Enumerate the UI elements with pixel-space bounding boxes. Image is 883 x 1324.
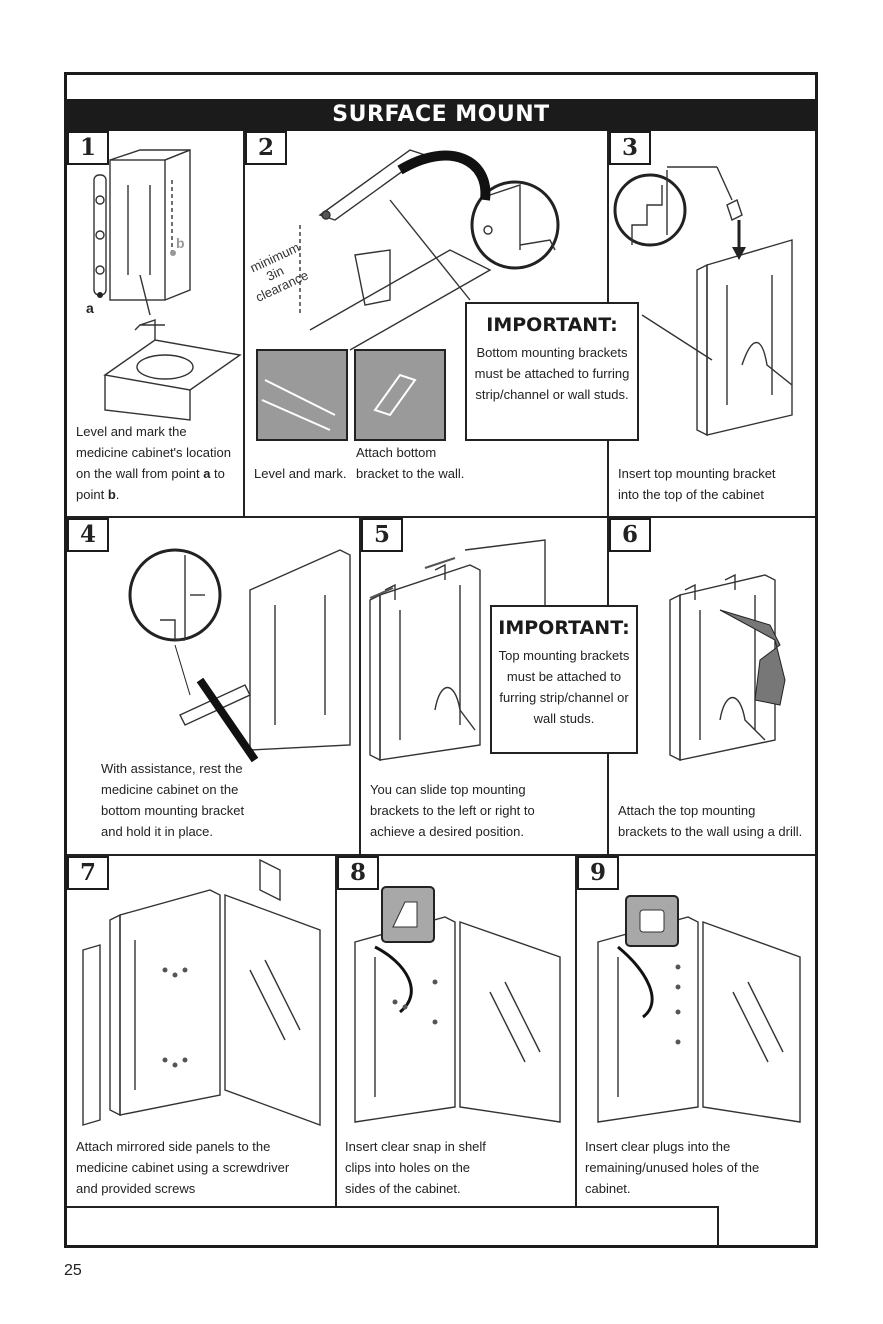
step7-illustration [82, 858, 321, 1127]
section-banner: SURFACE MOUNT [67, 99, 815, 131]
important-box-bottom-brackets: IMPORTANT: Bottom mounting brackets must… [465, 302, 639, 441]
step2-illustration: minimum 3in clearance [248, 149, 560, 441]
caption-line: on the wall from point a to [76, 463, 231, 484]
step-number-3: 3 [609, 131, 651, 165]
caption-line: medicine cabinet using a screwdriver [76, 1160, 290, 1175]
step9-caption: Insert clear plugs into the remaining/un… [585, 1136, 759, 1199]
important-line: Bottom mounting brackets [476, 345, 628, 360]
important-text: Bottom mounting brackets must be attache… [467, 342, 637, 405]
caption-line: Attach bottom [356, 445, 437, 460]
step-number-8: 8 [337, 856, 379, 890]
step-number-7: 7 [67, 856, 109, 890]
divider [67, 516, 815, 518]
caption-line: Insert clear plugs into the [585, 1139, 731, 1154]
point-b-bold: b [107, 487, 116, 502]
caption-line: bottom mounting bracket [101, 803, 245, 818]
step-number-1: 1 [67, 131, 109, 165]
step1-caption: Level and mark the medicine cabinet's lo… [76, 421, 231, 505]
important-line: Top mounting brackets [498, 648, 630, 663]
caption-line: medicine cabinet on the [101, 782, 239, 797]
caption-line: achieve a desired position. [370, 824, 524, 839]
step3-illustration [613, 166, 793, 437]
caption-line: and provided screws [76, 1181, 196, 1196]
important-text: Top mounting brackets must be attached t… [492, 645, 636, 729]
caption-line: cabinet. [585, 1181, 631, 1196]
important-line: must be attached to [506, 669, 622, 684]
caption-line: remaining/unused holes of the [585, 1160, 760, 1175]
important-line: wall studs. [533, 711, 595, 726]
clearance-text-2: 3in [264, 263, 286, 284]
caption-line: into the top of the cabinet [618, 487, 764, 502]
caption-line: point b. [76, 484, 231, 505]
step4-illustration [128, 548, 351, 763]
caption-line: Insert top mounting bracket [618, 466, 776, 481]
step-number-9: 9 [577, 856, 619, 890]
section-title: SURFACE MOUNT [332, 102, 550, 127]
step2-caption-left: Level and mark. [254, 463, 347, 484]
important-heading: IMPORTANT: [498, 617, 630, 639]
caption-line: medicine cabinet's location [76, 445, 231, 460]
divider [243, 131, 245, 517]
page-number: 25 [64, 1262, 82, 1279]
important-line: furring strip/channel or [499, 690, 629, 705]
important-line: strip/channel or wall studs. [475, 387, 629, 402]
caption-line: brackets to the left or right to [370, 803, 535, 818]
caption-text: to [210, 466, 225, 481]
caption-line: Attach the top mounting [618, 803, 756, 818]
step9-illustration [597, 895, 801, 1123]
caption-line: You can slide top mounting [370, 782, 526, 797]
step-number-2: 2 [245, 131, 287, 165]
divider [359, 517, 361, 855]
caption-text: on the wall from point [76, 466, 200, 481]
step2-caption-right: Attach bottom bracket to the wall. [356, 442, 464, 484]
step5-illustration [369, 539, 546, 762]
step8-illustration [354, 886, 561, 1123]
caption-line: and hold it in place. [101, 824, 214, 839]
step-number-4: 4 [67, 518, 109, 552]
divider [335, 855, 337, 1207]
divider [67, 854, 815, 856]
step7-caption: Attach mirrored side panels to the medic… [76, 1136, 289, 1199]
caption-line: Insert clear snap in shelf [345, 1139, 486, 1154]
caption-line: Level and mark the [76, 424, 187, 439]
divider [67, 1206, 719, 1208]
important-heading: IMPORTANT: [486, 314, 618, 336]
caption-line: Attach mirrored side panels to the [76, 1139, 271, 1154]
step-number-6: 6 [609, 518, 651, 552]
caption-line: With assistance, rest the [101, 761, 243, 776]
step6-illustration [669, 573, 786, 762]
caption-line: sides of the cabinet. [345, 1181, 461, 1196]
step8-caption: Insert clear snap in shelf clips into ho… [345, 1136, 486, 1199]
divider [607, 131, 609, 855]
caption-line: Level and mark. [254, 466, 347, 481]
caption-line: brackets to the wall using a drill. [618, 824, 803, 839]
step3-caption: Insert top mounting bracket into the top… [618, 463, 776, 505]
step-number-5: 5 [361, 518, 403, 552]
divider [575, 855, 577, 1207]
point-a-bold: a [203, 466, 211, 481]
important-line: must be attached to furring [474, 366, 630, 381]
divider [717, 1206, 719, 1246]
step6-caption: Attach the top mounting brackets to the … [618, 800, 802, 842]
step4-caption: With assistance, rest the medicine cabin… [101, 758, 244, 842]
step5-caption: You can slide top mounting brackets to t… [370, 779, 535, 842]
caption-line: clips into holes on the [345, 1160, 471, 1175]
page-frame [64, 72, 818, 1248]
point-b-label: b [176, 235, 185, 251]
caption-text: point [76, 487, 105, 502]
caption-text: . [115, 487, 120, 502]
important-box-top-brackets: IMPORTANT: Top mounting brackets must be… [490, 605, 638, 754]
caption-line: bracket to the wall. [356, 466, 465, 481]
point-a-label: a [86, 300, 94, 316]
step1-illustration: a b [86, 148, 242, 421]
